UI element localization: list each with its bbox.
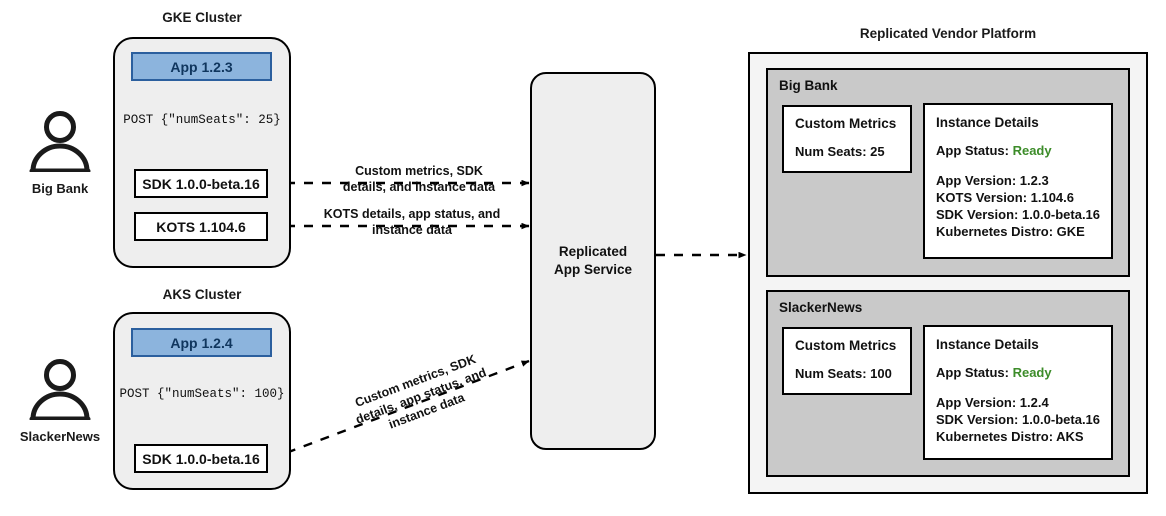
edge-label-kots-to-service: KOTS details, app status, and instance d…	[323, 207, 501, 237]
app-status-label: App Status:	[936, 143, 1009, 158]
instance-details-title: Instance Details	[936, 337, 1039, 352]
instance-details-card-slackernews: Instance Details App Status: Ready App V…	[923, 325, 1113, 460]
app-status-row: App Status: Ready	[936, 143, 1111, 158]
instance-detail-line: KOTS Version: 1.104.6	[936, 190, 1075, 205]
custom-metrics-num-seats: Num Seats: 25	[795, 144, 885, 159]
instance-detail-line: SDK Version: 1.0.0-beta.16	[936, 412, 1101, 427]
gke-app-node[interactable]: App 1.2.3	[131, 52, 272, 81]
gke-cluster-title: GKE Cluster	[162, 10, 242, 25]
app-status-label: App Status:	[936, 365, 1009, 380]
instance-detail-line: Kubernetes Distro: GKE	[936, 224, 1085, 239]
edge-label-sdk-to-service: Custom metrics, SDK details, and instanc…	[342, 164, 496, 194]
tenant-name-big-bank: Big Bank	[779, 78, 838, 93]
instance-detail-line: SDK Version: 1.0.0-beta.16	[936, 207, 1101, 222]
persona-label-slackernews: SlackerNews	[19, 429, 101, 444]
instance-details-title: Instance Details	[936, 115, 1039, 130]
custom-metrics-num-seats: Num Seats: 100	[795, 366, 892, 381]
instance-detail-line: Kubernetes Distro: AKS	[936, 429, 1084, 444]
aks-post-label: POST {"numSeats": 100}	[119, 387, 285, 401]
aks-app-node[interactable]: App 1.2.4	[131, 328, 272, 357]
custom-metrics-title: Custom Metrics	[795, 116, 897, 131]
instance-details-card-big-bank: Instance Details App Status: Ready App V…	[923, 103, 1113, 259]
replicated-app-service-box[interactable]: Replicated App Service	[530, 72, 656, 450]
edge-label-aks-sdk-to-service: Custom metrics, SDK details, app status,…	[353, 352, 489, 432]
instance-detail-line: App Version: 1.2.3	[936, 173, 1049, 188]
app-status-row: App Status: Ready	[936, 365, 1111, 380]
persona-label-big-bank: Big Bank	[31, 181, 89, 196]
aks-cluster-title: AKS Cluster	[162, 287, 242, 302]
platform-title: Replicated Vendor Platform	[859, 26, 1037, 41]
custom-metrics-card-slackernews: Custom Metrics Num Seats: 100	[782, 327, 912, 395]
status-badge: Ready	[1012, 143, 1052, 158]
gke-kots-node[interactable]: KOTS 1.104.6	[134, 212, 268, 241]
instance-detail-line: App Version: 1.2.4	[936, 395, 1049, 410]
gke-sdk-node[interactable]: SDK 1.0.0-beta.16	[134, 169, 268, 198]
gke-post-label: POST {"numSeats": 25}	[123, 113, 281, 127]
user-icon	[29, 359, 91, 422]
aks-sdk-node[interactable]: SDK 1.0.0-beta.16	[134, 444, 268, 473]
tenant-name-slackernews: SlackerNews	[779, 300, 863, 315]
status-badge: Ready	[1012, 365, 1052, 380]
persona-slackernews: SlackerNews	[18, 358, 102, 444]
custom-metrics-card-big-bank: Custom Metrics Num Seats: 25	[782, 105, 912, 173]
persona-big-bank: Big Bank	[18, 110, 102, 196]
user-icon	[29, 111, 91, 174]
custom-metrics-title: Custom Metrics	[795, 338, 897, 353]
